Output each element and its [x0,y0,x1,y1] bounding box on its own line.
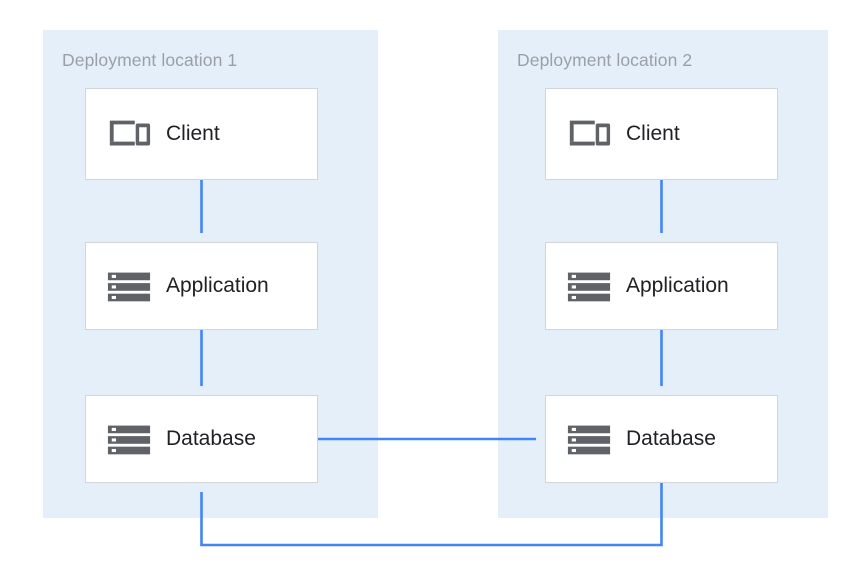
node-application-2[interactable]: Application [545,242,778,330]
deployment-zone-2-label: Deployment location 2 [517,50,693,70]
devices-icon [109,120,151,146]
node-client-1-label: Client [166,122,220,145]
node-client-2[interactable]: Client [545,88,778,180]
node-database-2-label: Database [626,427,716,450]
node-client-2-label: Client [626,122,680,145]
server-icon [567,272,611,302]
deployment-zone-1-label: Deployment location 1 [62,50,238,70]
devices-icon [569,120,611,146]
arrow-database-2-to-database-1 [200,483,663,547]
node-database-1[interactable]: Database [85,395,318,483]
node-database-2[interactable]: Database [545,395,778,483]
node-application-2-label: Application [626,274,729,297]
server-icon [567,425,611,455]
node-client-1[interactable]: Client [85,88,318,180]
node-database-1-label: Database [166,427,256,450]
node-application-1-label: Application [166,274,269,297]
server-icon [107,272,151,302]
server-icon [107,425,151,455]
node-application-1[interactable]: Application [85,242,318,330]
